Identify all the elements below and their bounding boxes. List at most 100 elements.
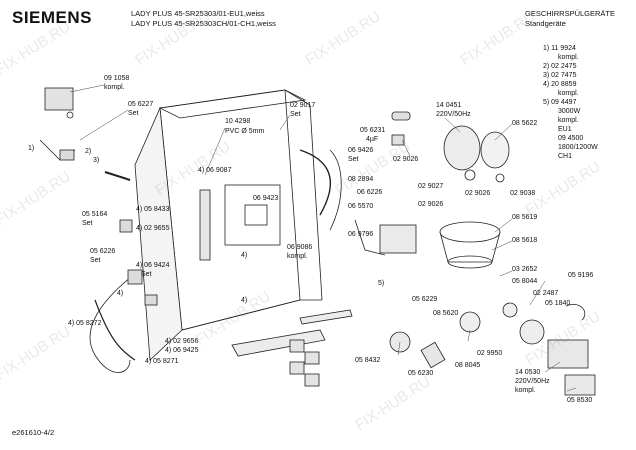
part-label: kompl. <box>515 387 536 394</box>
part-label: 4) 05 8433 <box>136 206 170 213</box>
part-label: 05 8044 <box>512 278 538 285</box>
inner-panel <box>224 184 281 246</box>
part-label: 06 9426 <box>348 147 374 154</box>
part-label: 02 9950 <box>477 350 503 357</box>
cabinet-frame <box>159 89 301 331</box>
legend-line: kompl. <box>558 54 579 61</box>
part-label: 06 9796 <box>348 231 374 238</box>
part-label: 08 5622 <box>512 120 538 127</box>
part-label: 14 0451 <box>436 102 462 109</box>
legend-line: 1) 11 9924 <box>543 45 576 52</box>
legend-line: 2) 02 2475 <box>543 63 577 70</box>
part-label: 05 6231 <box>360 127 386 134</box>
part-label: 5) <box>378 280 385 287</box>
drain-pump-housing <box>564 374 596 396</box>
part-label: 06 6226 <box>357 189 383 196</box>
base-rail <box>231 329 326 357</box>
category-line-1: GESCHIRRSPÜLGERÄTE <box>525 9 616 18</box>
part-label: 02 9026 <box>393 156 419 163</box>
part-label: 4) 02 9656 <box>165 338 199 345</box>
part-label: 02 9017 <box>290 102 316 109</box>
model-line-1: LADY PLUS 45-SR25303/01-EU1,weiss <box>131 9 265 18</box>
part-label: 02 9026 <box>418 201 444 208</box>
part-label: kompl. <box>287 253 308 260</box>
part-label: 05 8432 <box>355 357 381 364</box>
part-label: 2) <box>85 148 92 155</box>
part-label: 4) <box>117 290 124 297</box>
part-label: 4µF <box>366 136 379 143</box>
side-rail <box>299 309 353 325</box>
part-label: 10 4298 <box>225 118 251 125</box>
power-cable <box>94 299 136 361</box>
part-label: 05 5164 <box>82 211 108 218</box>
legend-line: 4) 20 8859 <box>543 81 577 88</box>
part-label: 05 6229 <box>412 296 438 303</box>
legend-line: 5) 09 4497 <box>543 99 577 106</box>
model-line-2: LADY PLUS 45-SR25303CH/01-CH1,weiss <box>131 19 276 28</box>
legend-line: 3000W <box>558 108 581 115</box>
part-label: 08 5618 <box>512 237 538 244</box>
part-label: 05 6226 <box>90 248 116 255</box>
part-label: 02 9026 <box>465 190 491 197</box>
part-label: 08 5619 <box>512 214 538 221</box>
cabinet-side <box>134 106 183 361</box>
legend-line: 3) 02 7475 <box>543 72 577 79</box>
part-label: 220V/50Hz <box>436 111 471 118</box>
part-label: Set <box>82 220 93 227</box>
part-label: 05 9196 <box>568 272 594 279</box>
part-label: 06 5570 <box>348 203 374 210</box>
part-label: Set <box>348 156 359 163</box>
part-label: 05 1840 <box>545 300 571 307</box>
part-label: PVC Ø 5mm <box>225 128 265 135</box>
part-label: Set <box>290 111 301 118</box>
capacitor <box>391 111 411 121</box>
legend-line: kompl. <box>558 90 579 97</box>
part-label: 06 9423 <box>253 195 279 202</box>
part-label: 08 2894 <box>348 176 374 183</box>
part-label: 02 2487 <box>533 290 559 297</box>
heater-block <box>379 224 417 254</box>
part-label: 4) 06 9424 <box>136 262 170 269</box>
category-line-2: Standgeräte <box>525 19 566 28</box>
legend-line: 1800/1200W <box>558 144 598 151</box>
part-label: 14 0530 <box>515 369 541 376</box>
part-label: 3) <box>93 157 100 164</box>
part-label: 03 2652 <box>512 266 538 273</box>
legend-line: EU1 <box>558 126 572 133</box>
part-label: 4) 02 9655 <box>136 225 170 232</box>
drain-hose <box>89 269 141 373</box>
pump-motor <box>443 125 481 171</box>
part-label: 4) <box>241 252 248 259</box>
part-label: 02 9027 <box>418 183 444 190</box>
part-label: 4) 06 9425 <box>165 347 199 354</box>
legend-line: 09 4500 <box>558 135 584 142</box>
part-label: 05 6227 <box>128 101 154 108</box>
legend-line: kompl. <box>558 117 579 124</box>
legend-line: CH1 <box>558 153 573 160</box>
part-label: 4) 05 8271 <box>145 358 179 365</box>
part-label: 09 1058 <box>104 75 130 82</box>
part-label: Set <box>141 271 152 278</box>
circulation-pump <box>519 319 545 345</box>
part-label: 4) <box>241 297 248 304</box>
part-label: kompl. <box>104 84 125 91</box>
part-label: 220V/50Hz <box>515 378 550 385</box>
part-label: 4) 06 9087 <box>198 167 232 174</box>
part-label: 02 9038 <box>510 190 536 197</box>
sump-cup <box>439 221 501 243</box>
part-label: 08 5620 <box>433 310 459 317</box>
part-label: Set <box>128 110 139 117</box>
part-label: 06 9086 <box>287 244 313 251</box>
part-label: 4) 05 8272 <box>68 320 102 327</box>
part-label: 05 8530 <box>567 397 593 404</box>
valve-block <box>44 87 74 111</box>
part-label: 08 8045 <box>455 362 481 369</box>
drawing-code: e261610-4/2 <box>12 428 55 437</box>
part-label: 1) <box>28 145 35 152</box>
part-label: 05 6230 <box>408 370 434 377</box>
cabinet-top <box>158 89 307 119</box>
part-label: Set <box>90 257 101 264</box>
brand-logo: SIEMENS <box>12 8 93 27</box>
